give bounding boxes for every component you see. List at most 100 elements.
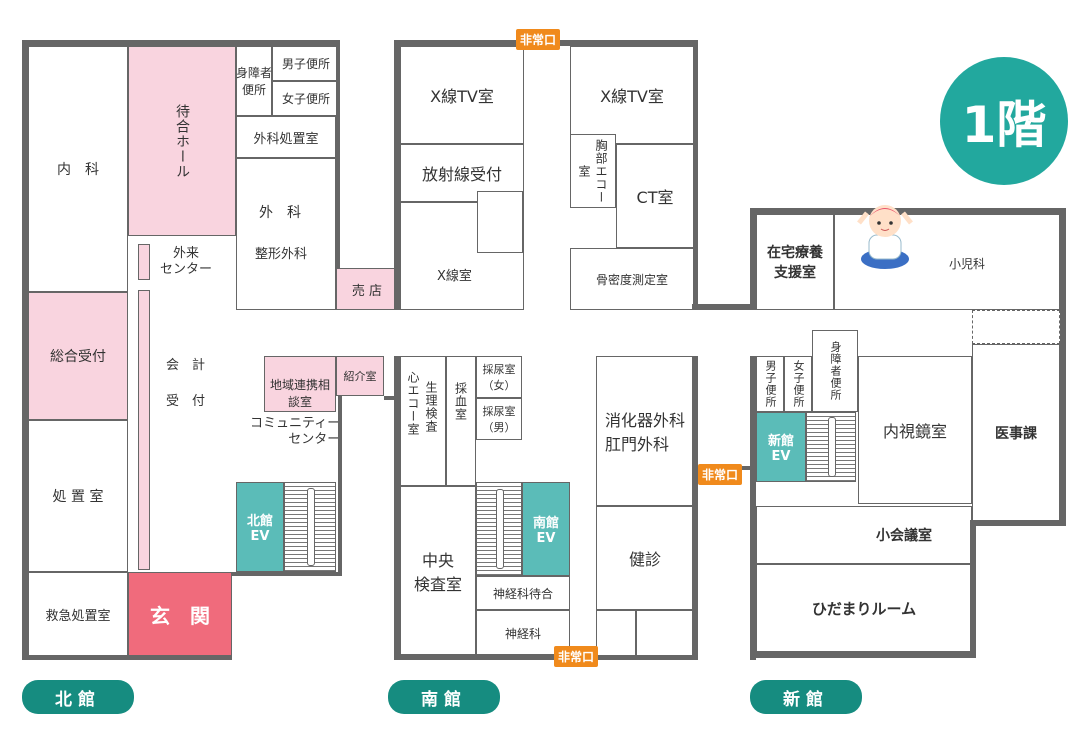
room-gastro-surgery[interactable]: 消化器外科 肛門外科	[596, 356, 694, 506]
room-home-care-label: 在宅療養 支援室	[767, 245, 823, 281]
room-internal-medicine-label: 内 科	[57, 162, 99, 178]
room-disabled-toilet[interactable]: 身障者 便所	[236, 46, 272, 116]
building-label-south: 南館	[388, 680, 500, 714]
new-elevator-label: 新館 EV	[767, 434, 794, 464]
emergency-exit-top[interactable]: 非常口	[516, 29, 561, 50]
room-general-reception[interactable]: 総合受付	[28, 292, 128, 420]
room-hidamari-label: ひだまりルーム	[811, 599, 917, 618]
north-elevator[interactable]: 北館 EV	[236, 482, 284, 572]
room-bone-density-label: 骨密度測定室	[595, 272, 668, 287]
floor-badge: 1階	[940, 57, 1068, 185]
room-chest-echo[interactable]: 胸部エコー室	[570, 134, 616, 208]
room-urine-male[interactable]: 採尿室 （男）	[476, 398, 522, 440]
room-new-womens-toilet-label: 女子便所	[792, 360, 805, 408]
room-shop-label: 売 店	[351, 283, 383, 299]
room-small-2	[636, 610, 694, 656]
new-stairs	[806, 412, 856, 482]
entrance[interactable]: 玄 関	[128, 572, 232, 656]
room-emergency[interactable]: 救急処置室	[28, 572, 128, 656]
room-health-checkup-label: 健診	[628, 550, 661, 569]
xray-booth	[477, 191, 523, 253]
room-new-disabled-toilet[interactable]: 身障者便所	[812, 330, 858, 412]
room-radiology-reception-label: 放射線受付	[421, 165, 502, 184]
room-orthopedics-label: 整形外科	[255, 247, 308, 262]
room-pediatrics-label: 小児科	[949, 257, 986, 271]
room-pediatrics[interactable]: 小児科	[834, 205, 1060, 310]
room-gastro-surgery-label: 消化器外科 肛門外科	[604, 411, 685, 454]
room-heart-echo-label: 心エコー室	[406, 371, 420, 436]
room-surgical-treatment-label: 外科処置室	[253, 131, 319, 147]
room-central-lab-label: 中央 検査室	[413, 551, 462, 594]
entrance-label: 玄 関	[150, 603, 210, 628]
room-medical-affairs[interactable]: 医事課	[972, 344, 1060, 522]
waiting-hall[interactable]: 待合ホール	[128, 46, 236, 236]
room-disabled-toilet-label: 身障者 便所	[236, 66, 273, 97]
room-urine-female-label: 採尿室 （女）	[482, 363, 516, 392]
room-shop[interactable]: 売 店	[336, 268, 398, 310]
counter-outpatient	[138, 244, 150, 280]
room-surgery[interactable]: 外 科 整形外科	[236, 158, 336, 310]
room-small-meeting-label: 小会議室	[876, 528, 932, 544]
room-central-lab[interactable]: 中央 検査室	[400, 486, 476, 656]
room-health-checkup[interactable]: 健診	[596, 506, 694, 610]
room-mens-toilet[interactable]: 男子便所	[272, 46, 340, 81]
child-illustration-icon	[857, 205, 913, 269]
south-elevator-label: 南館 EV	[532, 516, 559, 546]
north-elevator-label: 北館 EV	[246, 514, 273, 544]
room-blood-collection-label: 採血室	[453, 381, 468, 421]
room-womens-toilet[interactable]: 女子便所	[272, 81, 340, 116]
room-hidamari[interactable]: ひだまりルーム	[756, 564, 972, 652]
south-elevator[interactable]: 南館 EV	[522, 482, 570, 576]
room-xray-tv-2-label: X線TV室	[600, 87, 664, 106]
community-center-label: コミュニティー センター	[250, 416, 341, 448]
room-neurology-label: 神経科	[504, 626, 541, 641]
room-general-reception-label: 総合受付	[50, 349, 106, 365]
room-ct-label: CT室	[636, 188, 674, 207]
counter-accounting	[138, 290, 150, 570]
building-label-north: 北館	[22, 680, 134, 714]
building-label-new: 新館	[750, 680, 862, 714]
room-medical-affairs-label: 医事課	[995, 426, 1037, 442]
room-regional-liaison[interactable]: 地域連携相談室	[264, 356, 336, 412]
reception-label: 受 付	[166, 394, 206, 409]
room-womens-toilet-label: 女子便所	[281, 92, 330, 106]
room-treatment[interactable]: 処 置 室	[28, 420, 128, 572]
accounting-label: 会 計	[166, 358, 206, 373]
room-urine-female[interactable]: 採尿室 （女）	[476, 356, 522, 398]
north-stairs	[284, 482, 336, 572]
waiting-hall-label: 待合ホール	[174, 103, 190, 179]
room-xray-tv-2[interactable]: X線TV室	[570, 46, 694, 144]
room-mens-toilet-label: 男子便所	[281, 57, 330, 71]
room-referral[interactable]: 紹介室	[336, 356, 384, 396]
room-xray-label: X線室	[437, 269, 472, 284]
south-stairs	[476, 482, 522, 576]
room-neurology-waiting[interactable]: 神経科待合	[476, 576, 570, 610]
room-xray-tv-1-label: X線TV室	[430, 87, 494, 106]
room-endoscopy-label: 内視鏡室	[882, 422, 947, 441]
room-xray[interactable]: X線室	[400, 191, 524, 310]
room-surgery-label: 外 科	[259, 205, 301, 221]
room-new-mens-toilet-label: 男子便所	[764, 360, 777, 408]
room-new-womens-toilet[interactable]: 女子便所	[784, 356, 812, 412]
room-ct[interactable]: CT室	[616, 144, 694, 248]
new-elevator[interactable]: 新館 EV	[756, 412, 806, 482]
emergency-exit-bottom[interactable]: 非常口	[554, 646, 599, 667]
room-xray-tv-1[interactable]: X線TV室	[400, 46, 524, 144]
room-blood-collection[interactable]: 採血室	[446, 356, 476, 486]
room-internal-medicine[interactable]: 内 科	[28, 46, 128, 292]
room-physiology[interactable]: 生理検査 心エコー室	[400, 356, 446, 486]
room-bone-density[interactable]: 骨密度測定室	[570, 248, 694, 310]
room-referral-label: 紹介室	[343, 370, 377, 383]
room-treatment-label: 処 置 室	[52, 489, 104, 505]
room-small-1	[596, 610, 636, 656]
room-new-mens-toilet[interactable]: 男子便所	[756, 356, 784, 412]
room-surgical-treatment[interactable]: 外科処置室	[236, 116, 336, 158]
room-small-meeting[interactable]: 小会議室	[756, 506, 972, 564]
room-home-care[interactable]: 在宅療養 支援室	[756, 214, 834, 310]
room-new-disabled-toilet-label: 身障者便所	[829, 341, 842, 401]
room-regional-liaison-label: 地域連携相談室	[269, 378, 330, 409]
room-endoscopy[interactable]: 内視鏡室	[858, 356, 972, 504]
emergency-exit-right[interactable]: 非常口	[698, 464, 743, 485]
right-corridor	[972, 310, 1060, 344]
outpatient-center-label: 外来 センター	[160, 246, 213, 278]
